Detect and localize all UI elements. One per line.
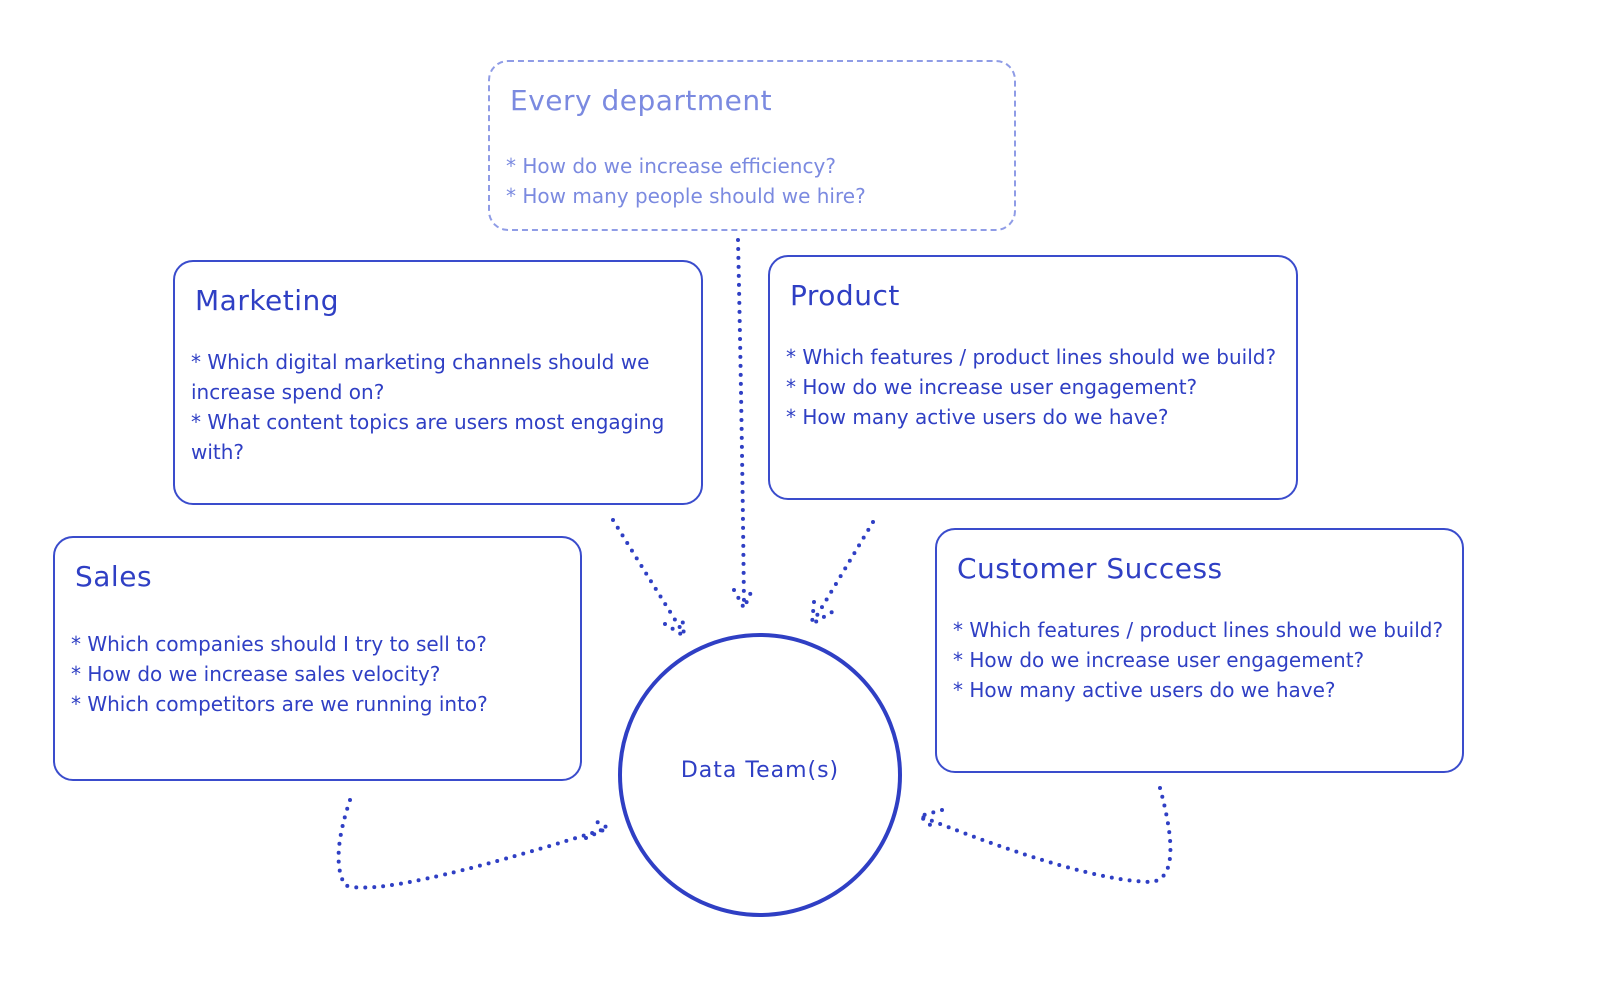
arrow-product	[811, 520, 875, 624]
arrow-marketing	[611, 518, 686, 636]
question: How do we increase user engagement?	[953, 645, 1446, 675]
question: Which features / product lines should we…	[786, 342, 1280, 372]
question: How many active users do we have?	[953, 675, 1446, 705]
question: Which competitors are we running into?	[71, 689, 491, 719]
product-title: Product	[790, 279, 900, 312]
customer-success-box: Customer Success Which features / produc…	[935, 528, 1464, 773]
question: How many people should we hire?	[506, 181, 998, 211]
customer-success-questions: Which features / product lines should we…	[953, 615, 1446, 705]
arrow-customer-success	[918, 786, 1173, 885]
arrowhead-product	[809, 600, 834, 628]
question: How do we increase sales velocity?	[71, 659, 491, 689]
arrowhead-marketing	[663, 612, 687, 640]
sales-questions: Which companies should I try to sell to?…	[71, 629, 491, 719]
every-department-box: Every department How do we increase effi…	[488, 60, 1016, 231]
data-team-label: Data Team(s)	[680, 758, 840, 783]
sales-box: Sales Which companies should I try to se…	[53, 536, 582, 781]
marketing-questions: Which digital marketing channels should …	[191, 347, 685, 467]
question: Which digital marketing channels should …	[191, 347, 685, 407]
sales-title: Sales	[75, 560, 153, 593]
arrow-every-department	[736, 238, 746, 608]
marketing-box: Marketing Which digital marketing channe…	[173, 260, 703, 505]
arrowhead-customer-success	[915, 808, 944, 832]
marketing-title: Marketing	[195, 284, 340, 317]
every-department-questions: How do we increase efficiency? How many …	[506, 151, 998, 211]
arrowhead-sales	[584, 816, 613, 840]
question: How many active users do we have?	[786, 402, 1280, 432]
question: What content topics are users most engag…	[191, 407, 685, 467]
question: Which companies should I try to sell to?	[71, 629, 491, 659]
every-department-title: Every department	[510, 84, 773, 117]
question: Which features / product lines should we…	[953, 615, 1446, 645]
question: How do we increase user engagement?	[786, 372, 1280, 402]
question: How do we increase efficiency?	[506, 151, 998, 181]
arrow-sales	[336, 798, 610, 890]
customer-success-title: Customer Success	[957, 552, 1223, 585]
data-team-circle	[618, 633, 902, 917]
product-questions: Which features / product lines should we…	[786, 342, 1280, 432]
product-box: Product Which features / product lines s…	[768, 255, 1298, 500]
